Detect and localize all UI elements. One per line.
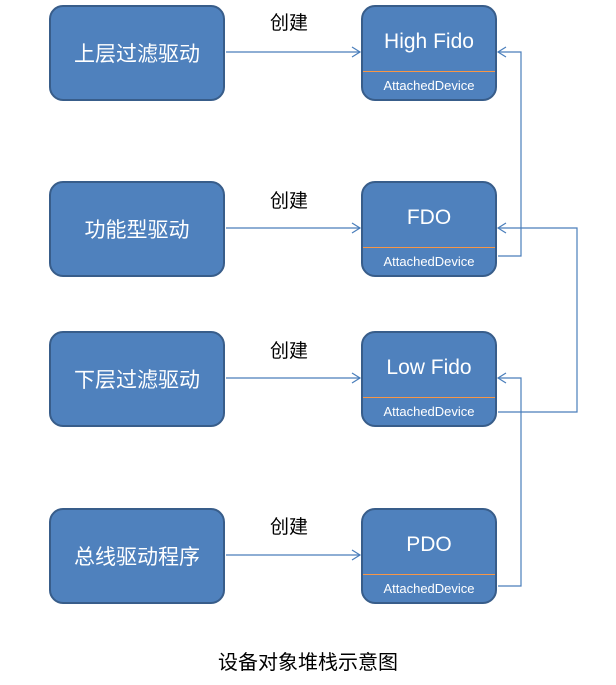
create-label: 创建 [270,190,309,212]
driver-label: 下层过滤驱动 [74,368,200,392]
separator [363,71,495,72]
device-object-field: AttachedDevice [383,254,475,269]
attached-link-fdo-to-highfido [498,51,522,257]
driver-box-upper-filter: 上层过滤驱动 [49,5,225,101]
diagram-caption: 设备对象堆栈示意图 [218,650,398,674]
separator [363,247,495,248]
device-object-pdo: PDO AttachedDevice [361,508,497,604]
device-object-high-fido: High Fido AttachedDevice [361,5,497,101]
driver-box-lower-filter: 下层过滤驱动 [49,331,225,427]
separator [363,397,495,398]
driver-box-function: 功能型驱动 [49,181,225,277]
separator [363,574,495,575]
attached-link-lowfido-to-fdo [498,227,578,413]
device-object-title: High Fido [384,30,474,53]
device-object-title: FDO [406,206,452,229]
device-object-title: PDO [406,533,452,556]
device-object-title: Low Fido [386,356,472,379]
create-label: 创建 [270,12,309,34]
device-object-fdo: FDO AttachedDevice [361,181,497,277]
device-object-field: AttachedDevice [383,404,475,419]
driver-label: 总线驱动程序 [74,545,200,569]
device-object-low-fido: Low Fido AttachedDevice [361,331,497,427]
device-object-field: AttachedDevice [383,78,475,93]
driver-label: 上层过滤驱动 [74,42,200,66]
create-label: 创建 [270,340,309,362]
create-label: 创建 [270,516,309,538]
attached-link-pdo-to-lowfido [498,377,522,587]
driver-box-bus: 总线驱动程序 [49,508,225,604]
device-object-field: AttachedDevice [383,581,475,596]
driver-label: 功能型驱动 [84,218,190,242]
